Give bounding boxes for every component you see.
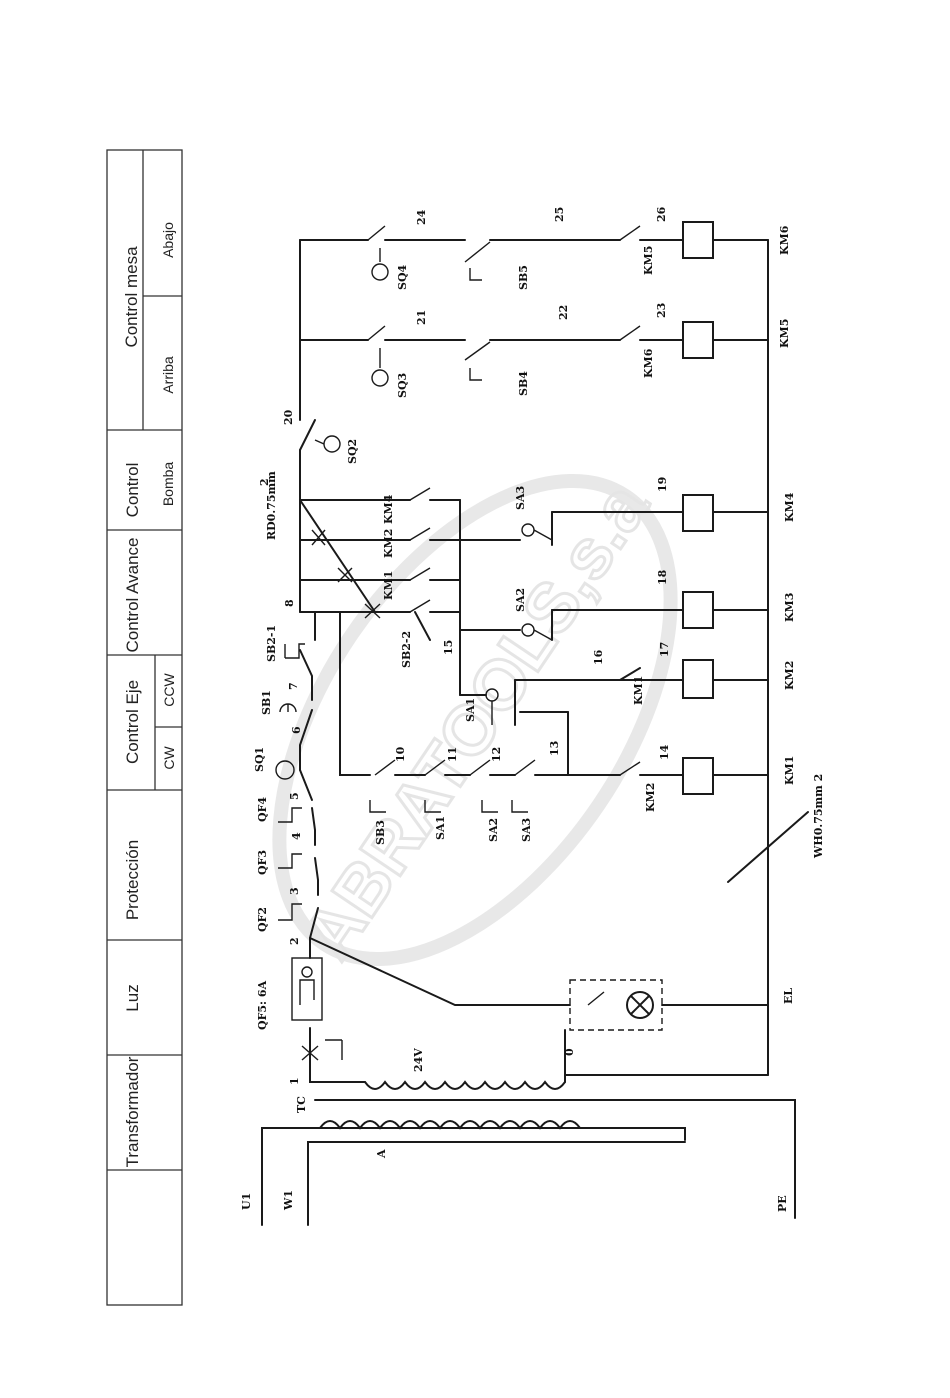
label-km3-coil: KM3 — [783, 593, 796, 622]
label-node-20: 20 — [282, 409, 295, 425]
label-node-16: 16 — [592, 649, 605, 665]
label-km1-interlock: KM1 — [632, 676, 645, 705]
label-node-23: 23 — [655, 303, 668, 318]
section-bomba: Bomba — [160, 462, 176, 507]
label-sa2-switch: SA2 — [514, 588, 527, 612]
label-node-15: 15 — [442, 640, 455, 655]
label-node-17: 17 — [658, 642, 671, 657]
label-node-14: 14 — [658, 744, 671, 760]
label-km1-contact: KM1 — [382, 571, 395, 600]
section-control-eje: Control Eje — [123, 680, 142, 764]
label-km4-contact: KM4 — [382, 494, 395, 524]
label-km5-coil: KM5 — [778, 319, 791, 348]
section-ccw: CCW — [161, 672, 177, 706]
label-qf3: QF3 — [256, 850, 269, 875]
label-node-19: 19 — [656, 477, 669, 492]
label-node-3: 3 — [288, 887, 301, 895]
section-control-mesa: Control mesa — [122, 246, 141, 348]
label-w1: W1 — [282, 1190, 295, 1211]
label-el: EL — [782, 988, 795, 1004]
section-proteccion: Protección — [123, 840, 142, 920]
label-node-24: 24 — [415, 209, 428, 225]
wiring — [261, 221, 809, 1226]
label-qf2: QF2 — [256, 907, 269, 932]
label-node-6: 6 — [290, 726, 303, 734]
label-sb4: SB4 — [517, 371, 530, 396]
label-node-0: 0 — [563, 1048, 576, 1056]
label-node-10: 10 — [394, 746, 407, 762]
label-km1-coil: KM1 — [783, 756, 796, 785]
section-transformador: Transformador — [123, 1056, 142, 1167]
label-node-26: 26 — [655, 206, 668, 222]
label-node-25: 25 — [553, 207, 566, 222]
label-sq3: SQ3 — [396, 373, 409, 398]
label-wh-cable: WH0.75mm 2 — [812, 774, 825, 859]
label-pe: PE — [776, 1195, 789, 1212]
label-node-12: 12 — [490, 747, 503, 762]
section-abajo: Abajo — [160, 222, 176, 258]
label-node-8: 8 — [283, 599, 296, 607]
label-node-7: 7 — [287, 682, 300, 690]
label-node-18: 18 — [656, 569, 669, 585]
section-control: Control — [123, 463, 142, 518]
label-km6-coil: KM6 — [778, 225, 791, 255]
label-sq2: SQ2 — [346, 439, 359, 464]
section-control-avance: Control Avance — [123, 538, 142, 653]
label-a: A — [375, 1149, 388, 1159]
label-node-11: 11 — [446, 747, 459, 762]
label-node-13: 13 — [548, 741, 561, 756]
label-node-2: 2 — [288, 937, 301, 945]
section-luz: Luz — [123, 984, 142, 1011]
label-u1: U1 — [240, 1193, 253, 1210]
label-km5-contact: KM5 — [642, 246, 655, 275]
label-sb5: SB5 — [517, 265, 530, 290]
label-km2-coil: KM2 — [783, 661, 796, 690]
label-node-5: 5 — [288, 792, 301, 800]
label-qf5: QF5: 6A — [256, 980, 269, 1030]
label-km2-contact: KM2 — [382, 529, 395, 558]
label-rd-cable: RD0.75mm — [265, 471, 278, 540]
label-sq1: SQ1 — [253, 747, 266, 772]
label-sa3-switch: SA3 — [514, 486, 527, 510]
section-table: Control mesa Abajo Arriba Control Bomba … — [106, 149, 183, 1306]
section-arriba: Arriba — [160, 356, 176, 394]
label-sb1: SB1 — [260, 690, 273, 715]
label-qf4: QF4 — [256, 797, 269, 822]
label-sa1-contact: SA1 — [434, 816, 447, 840]
label-node-22: 22 — [557, 305, 570, 320]
label-node-1: 1 — [288, 1077, 301, 1085]
component-labels: U1 W1 PE TC A 24V 0 1 QF5: 6A 2 QF2 3 QF… — [240, 206, 825, 1212]
label-sb2-1: SB2-1 — [265, 625, 278, 662]
label-km6-contact: KM6 — [642, 348, 655, 378]
label-tc: TC — [295, 1096, 308, 1113]
label-sb2-2: SB2-2 — [400, 631, 413, 668]
label-rd-sup: 2 — [258, 478, 271, 486]
label-km2-interlock: KM2 — [644, 783, 657, 812]
label-sa2-contact: SA2 — [487, 818, 500, 842]
label-km4-coil: KM4 — [783, 492, 796, 522]
label-sa1-switch: SA1 — [464, 698, 477, 722]
label-node-4: 4 — [290, 832, 303, 840]
section-cw: CW — [161, 746, 177, 770]
label-sa3-contact: SA3 — [520, 818, 533, 842]
label-sb3: SB3 — [374, 820, 387, 845]
label-node-21: 21 — [415, 310, 428, 325]
label-sq4: SQ4 — [396, 264, 409, 290]
label-24v: 24V — [412, 1048, 425, 1072]
